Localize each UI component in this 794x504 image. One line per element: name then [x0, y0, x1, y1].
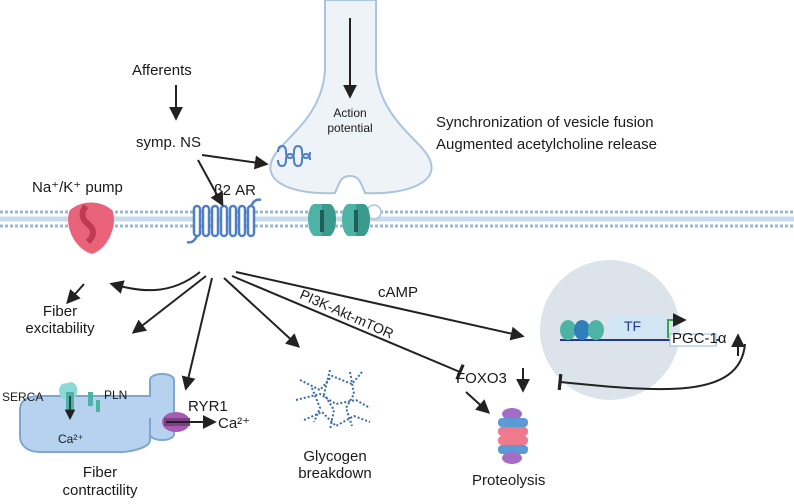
- calcium-outside-label: Ca²⁺: [218, 415, 251, 432]
- fiber-contractility-label-2: contractility: [62, 482, 138, 499]
- calcium-inside-label: Ca²⁺: [58, 432, 84, 446]
- pln-label: PLN: [104, 388, 128, 402]
- tf-label: TF: [624, 318, 642, 334]
- presynaptic-receptor-icon: [277, 144, 311, 168]
- serca-label: SERCA: [2, 390, 44, 404]
- fiber-excitability-label-2: excitability: [25, 320, 95, 337]
- synchronization-label: Synchronization of vesicle fusion: [436, 114, 654, 131]
- afferents-label: Afferents: [132, 62, 192, 79]
- glycogen-breakdown-label-1: Glycogen: [303, 448, 367, 465]
- pln-icon: [88, 392, 100, 412]
- muscle-fiber: [19, 373, 175, 453]
- symp-ns-label: symp. NS: [136, 134, 202, 151]
- gpcr-receptor-icon: [186, 198, 262, 244]
- serca-pump-icon: [59, 382, 78, 421]
- ryr1-label: RYR1: [188, 398, 228, 415]
- pgc-1a-label: PGC-1α: [672, 330, 727, 347]
- glycogen-breakdown-label-2: breakdown: [298, 465, 372, 482]
- na-k-pump-label: Na⁺/K⁺ pump: [32, 179, 123, 196]
- beta2-ar-label: β2 AR: [214, 182, 256, 199]
- cell-membrane: [0, 210, 794, 228]
- camp-label: cAMP: [378, 284, 419, 301]
- ion-channel-icon: [308, 204, 370, 236]
- proteasome-icon: [498, 408, 528, 464]
- gene-box: [669, 333, 717, 347]
- augmented-release-label: Augmented acetylcholine release: [436, 136, 657, 153]
- fiber-excitability-label-1: Fiber: [42, 303, 78, 320]
- glycogen-granule-icon: [295, 369, 371, 431]
- foxo3-label: FOXO3: [456, 370, 507, 387]
- proteolysis-label: Proteolysis: [472, 472, 546, 489]
- fiber-contractility-label-1: Fiber: [82, 464, 118, 481]
- transcription-factor: [608, 316, 668, 338]
- gene-arrow-icon: [667, 313, 687, 338]
- action-potential-label-2: potential: [327, 121, 373, 135]
- na-k-pump-icon: [68, 202, 114, 254]
- action-potential-label-1: Action: [333, 106, 367, 120]
